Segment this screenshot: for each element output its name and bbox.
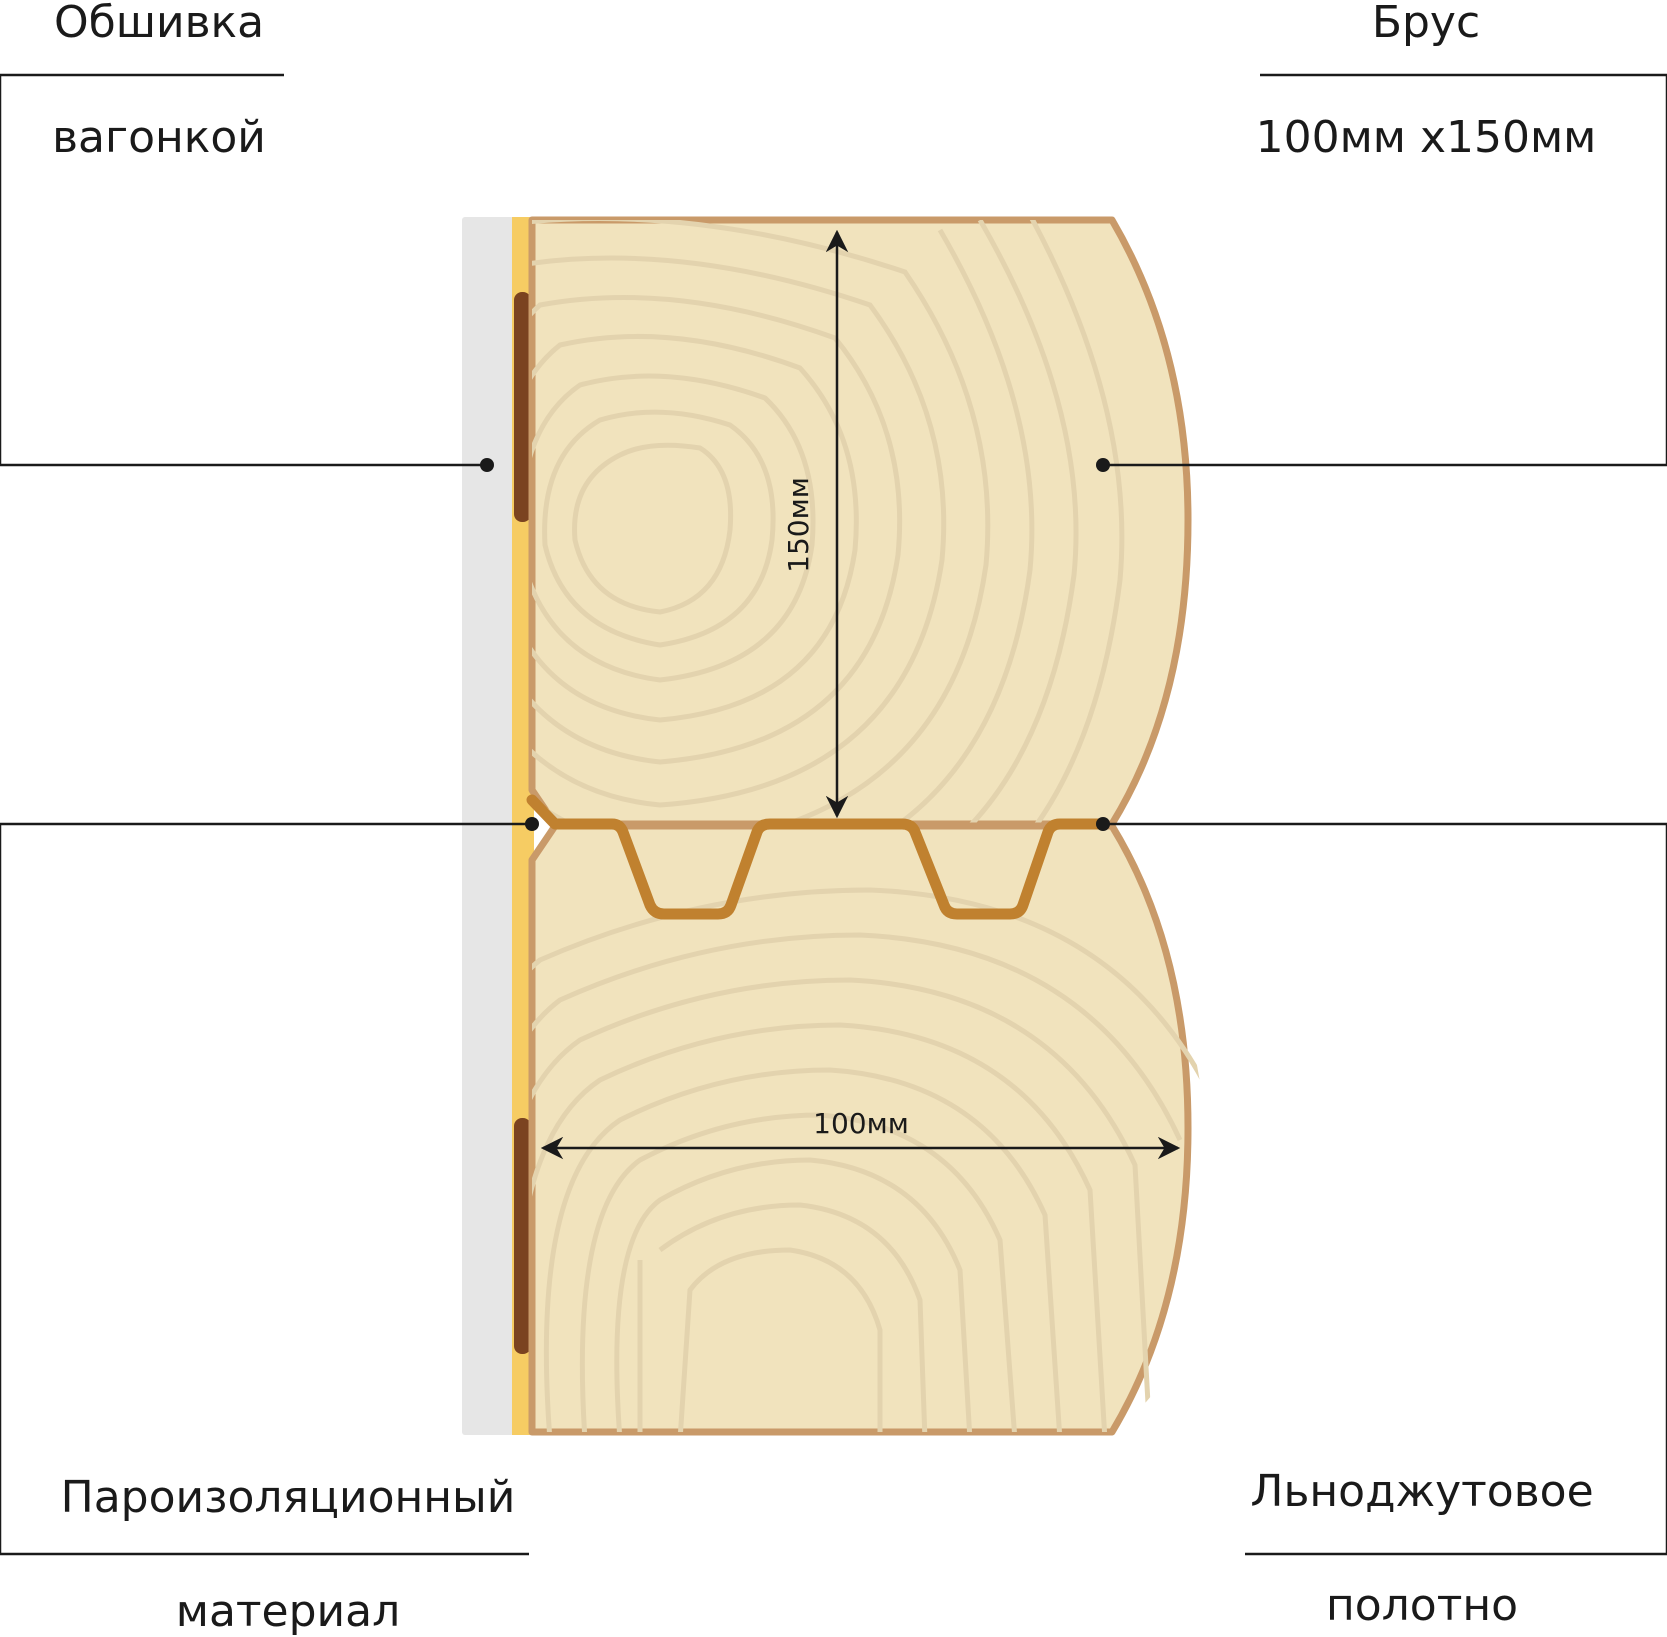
label-vapor-line1: Пароизоляционный bbox=[61, 1472, 516, 1523]
flax-jute-seal bbox=[526, 794, 1110, 920]
label-cladding-line2: вагонкой bbox=[52, 112, 266, 163]
label-flax-line1: Льноджутовое bbox=[1250, 1466, 1593, 1517]
batten-top bbox=[514, 292, 531, 522]
label-flax-line2: полотно bbox=[1326, 1580, 1518, 1631]
grain-rings-bottom bbox=[532, 887, 1209, 1432]
label-beam-line2: 100мм x150мм bbox=[1256, 112, 1597, 163]
callout-flax-jute: Льноджутовое полотно bbox=[1096, 817, 1667, 1631]
label-cladding-line1: Обшивка bbox=[54, 0, 264, 48]
callout-vapor-barrier: Пароизоляционный материал bbox=[0, 817, 539, 1637]
height-dimension-label: 150мм bbox=[782, 477, 815, 573]
callout-beam: Брус 100мм x150мм bbox=[1096, 0, 1667, 472]
callout-cladding: Обшивка вагонкой bbox=[0, 0, 494, 472]
width-dimension-label: 100мм bbox=[813, 1107, 909, 1140]
label-vapor-line2: материал bbox=[176, 1586, 400, 1637]
label-beam-line1: Брус bbox=[1372, 0, 1480, 48]
batten-bottom bbox=[514, 1118, 531, 1354]
lining-board bbox=[462, 217, 514, 1435]
